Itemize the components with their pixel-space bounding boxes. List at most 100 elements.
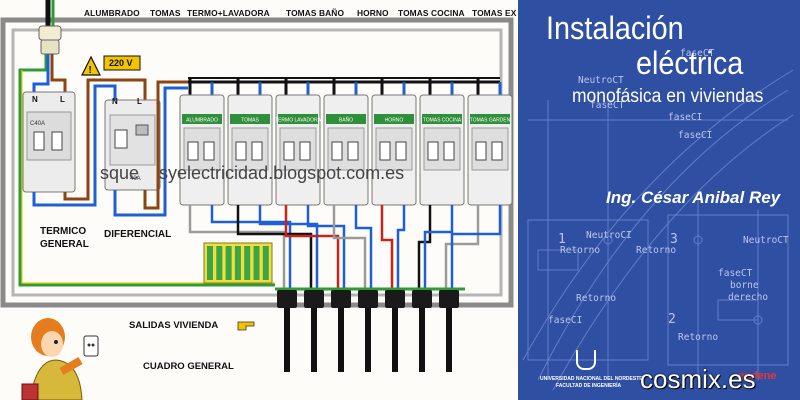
main-breaker-handle-2 xyxy=(51,131,63,151)
cover-art-box-1 xyxy=(527,219,649,361)
cover-art-arc-1 xyxy=(537,89,789,381)
differential-handle xyxy=(114,129,128,149)
outlet-gland xyxy=(358,290,378,308)
main-to-diff-brown xyxy=(63,78,147,201)
book-title-line1: Instalación xyxy=(546,10,684,46)
cover-ghost-label-4: NeutroCI xyxy=(586,230,632,241)
university-name: UNIVERSIDAD NACIONAL DEL NORDESTE xyxy=(540,376,643,382)
book-subtitle: monofásica en viviendas xyxy=(572,86,764,107)
cover-art-node-2 xyxy=(693,235,703,245)
cover-art-arc-3 xyxy=(552,114,794,391)
electrician-illustration xyxy=(21,318,99,400)
breaker-label: TOMAS xyxy=(241,118,259,124)
site-watermark: cosmix.es xyxy=(640,364,756,394)
cover-ghost-label-8: Retorno xyxy=(636,245,677,256)
cover-ghost-label-11: borne xyxy=(730,280,759,291)
cover-art-box-4 xyxy=(717,299,759,321)
outlet-gland xyxy=(412,290,432,308)
cover-ghost-label-12: derecho xyxy=(728,292,769,303)
book-title-line2: eléctrica xyxy=(636,45,744,81)
breaker-handle xyxy=(347,141,359,161)
cable-gland-body xyxy=(40,39,60,55)
cover-ghost-label-2: faseCT xyxy=(590,100,625,111)
breaker-label-strip xyxy=(230,114,270,124)
diff-terminal-n: N xyxy=(112,97,118,106)
circuit-neutral-wire xyxy=(306,205,346,292)
circuit-title-alumbrado: ALUMBRADO xyxy=(84,8,140,18)
cover-ghost-label-7: Retorno xyxy=(560,245,601,256)
circuit-wires xyxy=(188,205,502,292)
diff-to-bus-brown xyxy=(143,80,188,210)
cover-ghost-label-16: Retorno xyxy=(678,332,719,343)
cover-ghost-label-15: 2 xyxy=(668,312,676,327)
supply-to-main-brown xyxy=(50,54,67,92)
earth-terminal xyxy=(234,246,241,280)
earth-terminal xyxy=(225,246,232,280)
supply-to-main-blue xyxy=(32,54,50,92)
voltage-label: 220 V xyxy=(109,58,133,68)
breaker-handle xyxy=(299,141,311,161)
differential-rating: 40A xyxy=(130,176,141,182)
circuit-neutral-wire xyxy=(258,205,319,292)
earth-wire-yellow xyxy=(21,70,275,284)
breaker-handle xyxy=(203,141,215,161)
outlet-gland xyxy=(331,290,351,308)
breaker-handle xyxy=(251,141,263,161)
earth-wire xyxy=(18,54,275,287)
breaker-handle xyxy=(443,141,455,161)
circuit-neutral-wire xyxy=(210,205,292,292)
earth-terminal xyxy=(262,246,269,280)
voltage-badge xyxy=(103,55,141,71)
cover-art-node-1 xyxy=(603,235,613,245)
breaker-handle xyxy=(379,141,391,161)
breaker-label-strip xyxy=(374,114,414,124)
circuit-neutral-wire xyxy=(396,205,406,292)
circuit-title-termo-lavadora: TERMO+LAVADORA xyxy=(187,8,270,18)
circuit-phase-wire xyxy=(236,205,313,292)
breaker-label: HORNO xyxy=(385,118,404,124)
termico-label-line2: GENERAL xyxy=(40,239,89,250)
diferencial-label: DIFERENCIAL xyxy=(104,229,172,240)
breaker-handle xyxy=(283,141,295,161)
blog-watermark: sque syelectricidad.blogspot.com.es xyxy=(100,163,405,183)
cable-gland xyxy=(38,25,62,41)
earth-terminal xyxy=(253,246,260,280)
circuit-phase-wire xyxy=(332,205,367,292)
breaker-handle xyxy=(235,141,247,161)
circuit-phase-wire xyxy=(444,205,480,292)
cover-art-arc-2 xyxy=(522,69,794,361)
termico-label-line1: TERMICO xyxy=(40,226,87,237)
warning-icon xyxy=(81,55,101,76)
earth-terminal-stripes xyxy=(207,246,269,280)
cover-ghost-label-13: Retorno xyxy=(576,293,617,304)
pointing-hand-icon xyxy=(237,321,255,331)
earth-terminal xyxy=(244,246,251,280)
differential-test-button xyxy=(135,124,149,136)
salidas-vivienda-label: SALIDAS VIVIENDA xyxy=(129,320,219,331)
circuit-title-tomas-cocina: TOMAS COCINA xyxy=(398,8,465,18)
outlet-gland xyxy=(277,290,297,308)
main-breaker-rating: C40A xyxy=(30,121,45,127)
cover-ghost-label-3: faseCI xyxy=(668,112,703,123)
main-terminal-l: L xyxy=(60,95,65,104)
outlet-glands xyxy=(277,290,459,372)
breaker-label-strip xyxy=(182,114,222,124)
electrician-face xyxy=(41,331,63,357)
cover-ghost-label-10: faseCT xyxy=(718,268,753,279)
breaker-handle xyxy=(475,141,487,161)
outlet-gland xyxy=(385,290,405,308)
circuit-phase-wire xyxy=(284,205,340,292)
wall-outlet xyxy=(83,335,99,357)
electrician-stool xyxy=(21,383,39,400)
cover-art-box-3 xyxy=(537,249,579,271)
main-to-diff-blue xyxy=(32,84,117,207)
book-cover: NeutroCT faseCT faseCI NeutroCI 1 3 Reto… xyxy=(518,0,800,400)
warning-icon-bolt: ! xyxy=(89,65,92,76)
circuit-title-tomas-ex: TOMAS EX xyxy=(472,8,517,18)
electrician-sleeve xyxy=(59,357,83,375)
earth-terminal xyxy=(207,246,213,280)
circuit-neutral-wire xyxy=(354,205,373,292)
publisher-mark: eudene xyxy=(738,370,777,382)
